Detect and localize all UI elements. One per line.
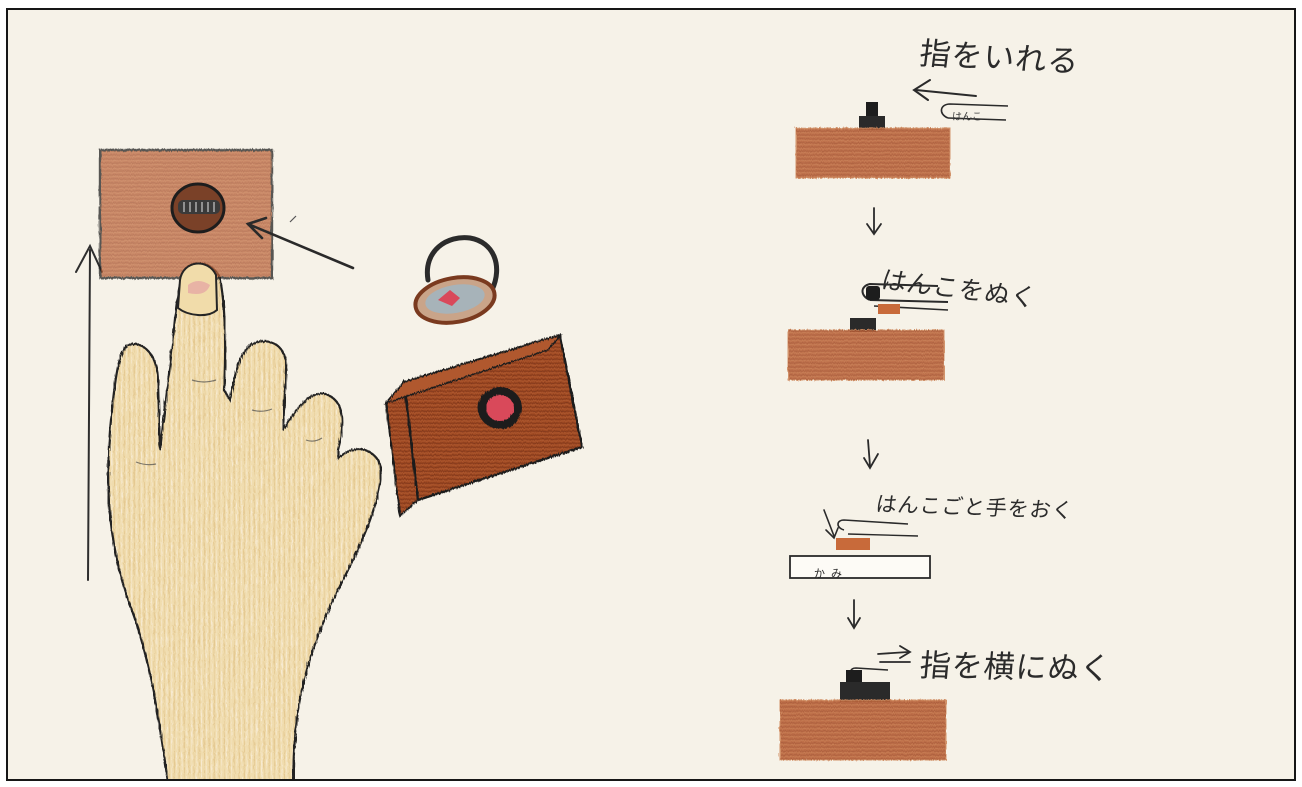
- down-arrow-icon: [863, 439, 879, 470]
- hand-illustration: [75, 148, 382, 779]
- step-1-stamp-text: はんこ: [952, 112, 982, 123]
- finger-in-arrow-icon: [912, 79, 977, 101]
- down-arrow-icon: [847, 599, 861, 630]
- stamp-ring-icon: [413, 235, 500, 325]
- finger-out-arrow-icon: [877, 645, 912, 663]
- step-4-diagram: [779, 645, 947, 761]
- up-arrow-icon: [75, 243, 103, 581]
- paper-sheet: [789, 555, 931, 579]
- step-3-diagram: [789, 509, 931, 579]
- step-1-label: 指をいれる: [917, 36, 1082, 81]
- wood-box-3d: [383, 333, 584, 519]
- pointer-arrow-icon: [245, 216, 355, 270]
- press-down-arrow-icon: [823, 509, 839, 540]
- drawing-frame: 指をいれる はんこ はんこをぬく はんこごと手をおく かみ 指を横にぬく: [6, 8, 1296, 781]
- sketch-canvas: [75, 79, 1009, 779]
- step-3-paper-text: かみ: [814, 567, 848, 580]
- step-2-diagram: [787, 282, 949, 381]
- step-4-label: 指を横にぬく: [918, 648, 1114, 688]
- down-arrow-icon: [866, 207, 882, 236]
- hand-icon: [107, 262, 382, 779]
- step-1-diagram: [795, 79, 1009, 179]
